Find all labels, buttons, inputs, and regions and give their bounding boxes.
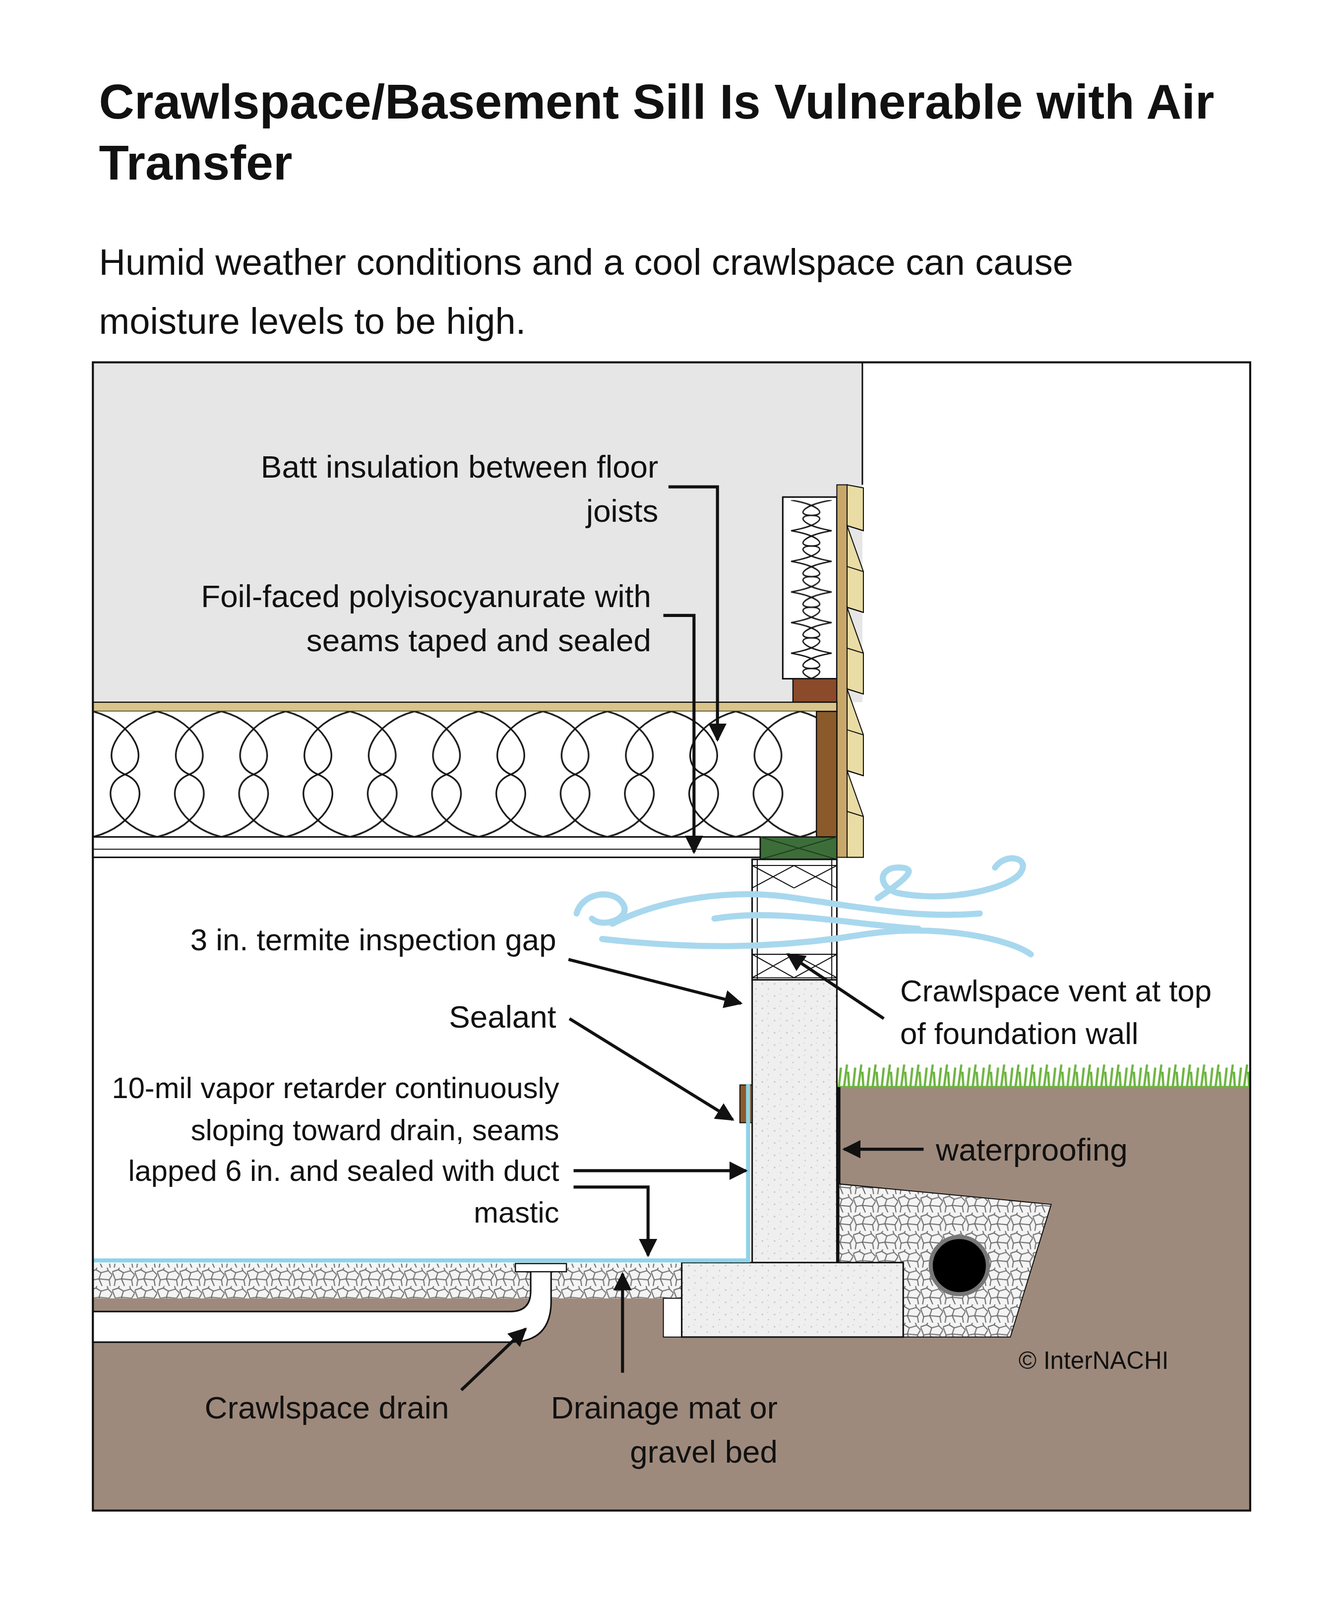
illustration-part [788, 954, 884, 1019]
illustration-part [515, 1263, 567, 1272]
illustration-part [576, 894, 625, 923]
illustration-part [602, 930, 1031, 955]
callout-label: Foil-faced polyisocyanurate with seams t… [191, 574, 652, 664]
illustration-part [844, 1147, 924, 1151]
illustration-part [92, 836, 761, 857]
illustration-part [681, 1262, 904, 1338]
callout-label: 10-mil vapor retarder continuously slopi… [102, 1067, 560, 1234]
illustration-part [569, 1018, 733, 1120]
callout-label: waterproofing [935, 1127, 1222, 1172]
illustration-part [573, 1168, 747, 1172]
illustration-part [816, 711, 837, 837]
illustration-part [861, 362, 863, 486]
illustration-part [573, 1186, 649, 1256]
illustration-part [663, 615, 695, 853]
illustration-part [847, 484, 864, 857]
callout-label: Crawlspace vent at top of foundation wal… [900, 969, 1243, 1056]
callout-label: Drainage mat or gravel bed [471, 1386, 778, 1475]
illustration-part [836, 484, 848, 857]
callout-label: Crawlspace drain [142, 1386, 449, 1431]
caption: Humid weather conditions and a cool craw… [99, 232, 1130, 351]
illustration-part [620, 1273, 624, 1373]
illustration-part [877, 858, 1024, 899]
illustration-part [92, 1270, 551, 1342]
callout-label: Sealant [352, 994, 557, 1039]
illustration-part [836, 1086, 1250, 1089]
illustration-part [930, 1236, 988, 1294]
illustration-part [792, 678, 837, 702]
illustration-part [92, 848, 761, 850]
illustration-part [92, 702, 837, 712]
callout-label: 3 in. termite inspection gap [102, 918, 557, 962]
title: Crawlspace/Basement Sill Is Vulnerable w… [99, 71, 1253, 194]
illustration-part [791, 499, 832, 679]
illustration-part [92, 362, 1251, 1511]
illustration-part [92, 711, 817, 837]
illustration-part [760, 836, 837, 859]
illustration-part [461, 1328, 526, 1390]
callout-label: © InterNACHI [1018, 1342, 1244, 1378]
illustration-part [760, 836, 837, 859]
illustration-part [836, 1061, 1250, 1087]
illustration-part [782, 496, 837, 679]
illustration-part [92, 711, 817, 837]
callout-label: Batt insulation between floor joists [260, 444, 659, 534]
illustration-part [568, 959, 741, 1003]
illustration-part [663, 1298, 682, 1338]
illustration-part [92, 362, 863, 703]
illustration-part [847, 525, 864, 817]
illustration-part [576, 858, 1032, 955]
illustration-part [92, 1263, 682, 1299]
illustration-part [714, 914, 919, 929]
